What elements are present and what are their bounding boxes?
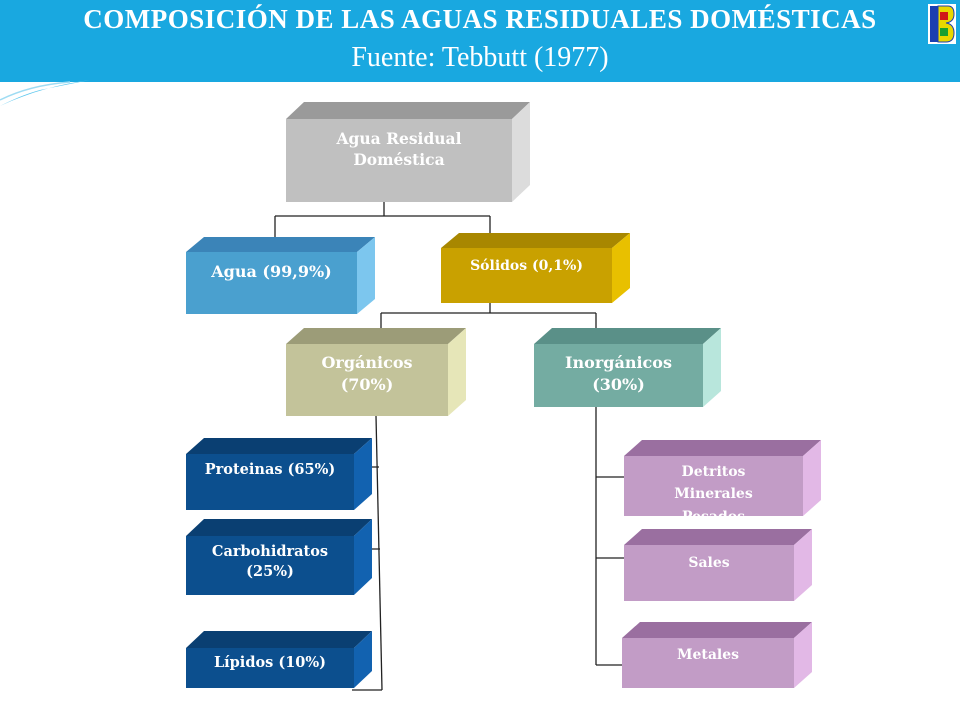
node-root-box — [286, 102, 530, 202]
node-solidos-label: Sólidos (0,1%) — [470, 257, 583, 274]
node-inorganicos-box — [534, 328, 721, 407]
logo-icon — [928, 4, 956, 44]
node-root-line1: Agua Residual — [336, 129, 462, 149]
node-sales-box — [624, 529, 812, 601]
header-bar — [0, 0, 960, 82]
node-organicos-label: Orgánicos (70%) — [321, 353, 413, 394]
page-subtitle: Fuente: Tebbutt (1977) — [351, 42, 609, 73]
node-sales-label: Sales — [688, 554, 730, 571]
node-metales-label: Metales — [676, 646, 740, 663]
node-detritos-label: Detritos Minerales Pesados — [674, 464, 753, 516]
node-metales-box — [622, 622, 812, 688]
node-carbohidratos-label: Carbohidratos (25%) — [211, 543, 329, 580]
node-agua-box — [186, 237, 375, 314]
node-proteinas-box — [186, 438, 372, 510]
node-organicos-box — [286, 328, 466, 416]
node-detritos-box — [624, 440, 821, 516]
node-lipidos-label: Lípidos (10%) — [213, 654, 327, 672]
node-lipidos-box — [186, 631, 372, 688]
node-root-label: Agua Residual Doméstica — [286, 119, 512, 181]
node-inorganicos-label: Inorgánicos (30%) — [565, 353, 672, 394]
node-root-line2: Doméstica — [353, 150, 445, 169]
page-title: COMPOSICIÓN DE LAS AGUAS RESIDUALES DOMÉ… — [83, 4, 877, 34]
node-agua-label: Agua (99,9%) — [211, 262, 332, 282]
node-proteinas-label: Proteinas (65%) — [204, 461, 336, 479]
node-solidos-box — [441, 233, 630, 303]
connector-lines — [274, 200, 624, 691]
node-carbohidratos-box — [186, 519, 372, 595]
header-swoosh-decoration — [0, 80, 90, 106]
